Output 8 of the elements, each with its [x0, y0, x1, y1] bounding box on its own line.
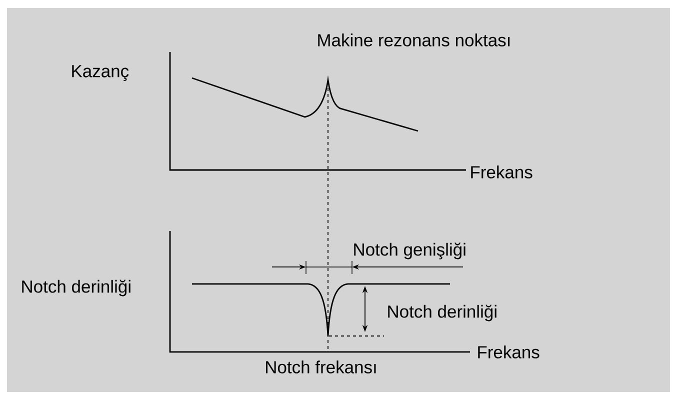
axis-label: Notch derinliği	[22, 280, 130, 296]
axis-label: Notch frekansı	[266, 360, 376, 374]
axis-label: Frekans	[471, 166, 532, 178]
axis-label: Kazanç	[72, 65, 129, 81]
dimension-label: Notch genişliği	[354, 242, 466, 260]
axis-label: Frekans	[478, 346, 540, 358]
annotation-label: Makine rezonans noktası	[318, 34, 510, 46]
dimension-label: Notch derinliği	[388, 304, 496, 322]
